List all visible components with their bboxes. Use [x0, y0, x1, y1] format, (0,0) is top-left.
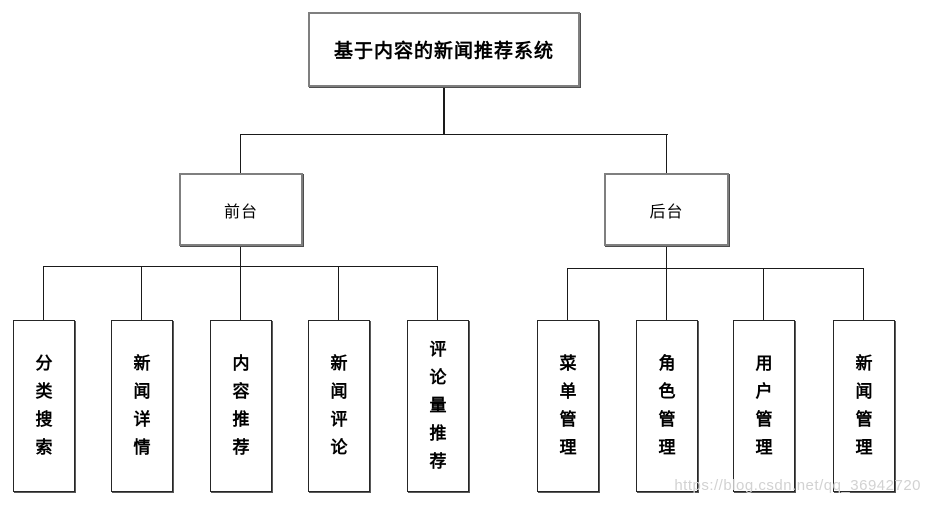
node-label: 新闻管理: [855, 354, 873, 457]
watermark: https://blog.csdn.net/qq_36942720: [674, 477, 921, 494]
node-content-recommend: 内容推荐: [210, 320, 272, 492]
connector-line: [443, 87, 445, 134]
node-user-management: 用户管理: [733, 320, 795, 492]
connector-line: [666, 246, 667, 268]
node-label: 评论量推荐: [429, 340, 447, 471]
node-role-management: 角色管理: [636, 320, 698, 492]
node-label: 新闻详情: [133, 354, 151, 457]
node-label: 分类搜索: [35, 354, 53, 457]
node-label: 新闻评论: [330, 354, 348, 457]
connector-line: [240, 246, 241, 266]
connector-line: [240, 134, 241, 173]
connector-line: [141, 266, 142, 320]
node-label: 角色管理: [658, 354, 676, 457]
node-label: 内容推荐: [232, 354, 250, 457]
connector-line: [666, 268, 667, 320]
node-backend: 后台: [604, 173, 729, 246]
node-label: 基于内容的新闻推荐系统: [333, 41, 554, 62]
connector-line: [567, 268, 864, 269]
connector-line: [863, 268, 864, 320]
node-label: 前台: [223, 203, 258, 221]
connector-line: [763, 268, 764, 320]
node-category-search: 分类搜索: [13, 320, 75, 492]
connector-line: [666, 134, 667, 173]
node-news-detail: 新闻详情: [111, 320, 173, 492]
node-label: 用户管理: [755, 354, 773, 457]
connector-line: [240, 266, 241, 320]
connector-line: [567, 268, 568, 320]
node-news-comment: 新闻评论: [308, 320, 370, 492]
node-frontend: 前台: [179, 173, 303, 246]
node-root-system: 基于内容的新闻推荐系统: [308, 12, 580, 87]
connector-line: [338, 266, 339, 320]
connector-line: [240, 134, 668, 135]
node-menu-management: 菜单管理: [537, 320, 599, 492]
node-label: 后台: [649, 203, 684, 221]
connector-line: [437, 266, 438, 320]
connector-line: [43, 266, 44, 320]
node-label: 菜单管理: [559, 354, 577, 457]
node-news-management: 新闻管理: [833, 320, 895, 492]
node-comment-count-recommend: 评论量推荐: [407, 320, 469, 492]
